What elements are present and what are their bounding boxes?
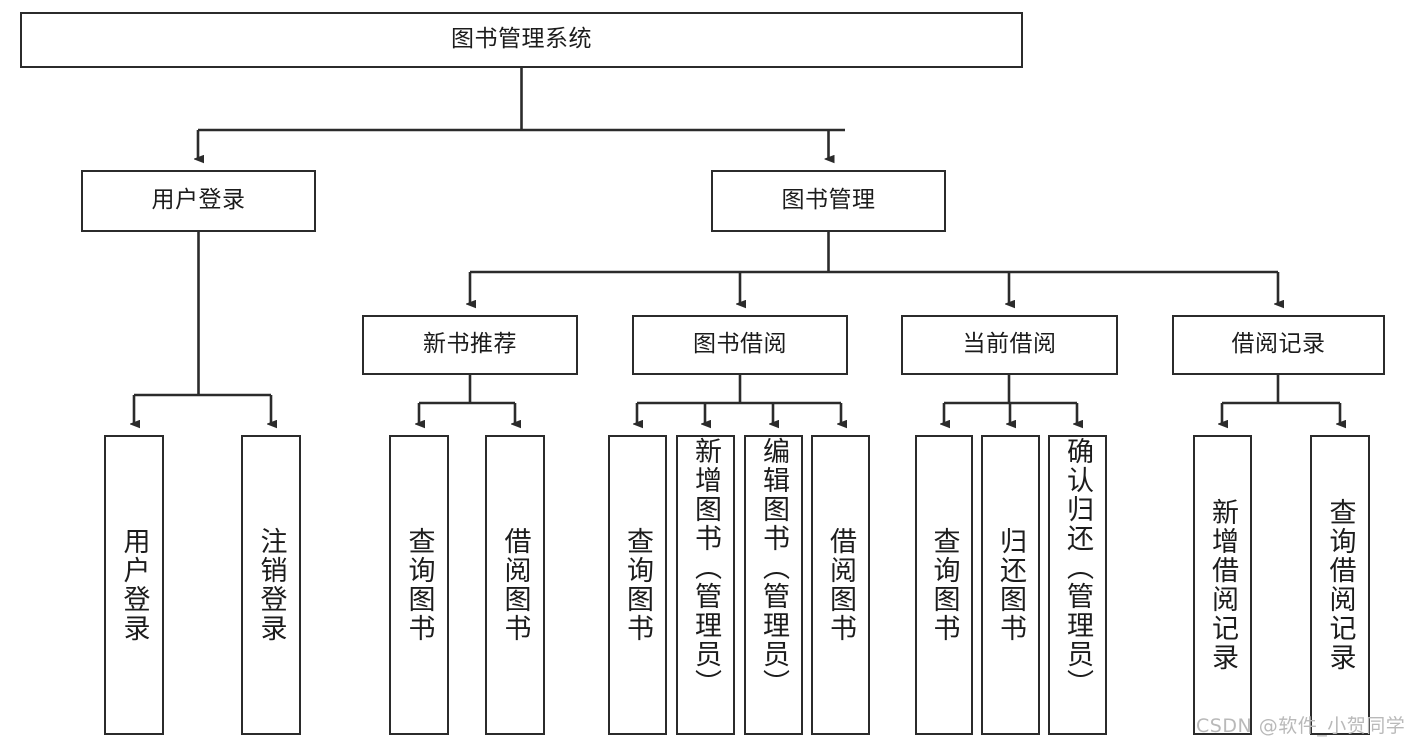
node-leaf-confirm-return[interactable]: 确认归还（管理员）: [1048, 435, 1107, 735]
node-leaf-borrow-book-1[interactable]: 借阅图书: [485, 435, 545, 735]
node-leaf-confirm-return-label: 确认归还（管理员）: [1062, 437, 1093, 698]
node-leaf-query-record[interactable]: 查询借阅记录: [1310, 435, 1370, 735]
node-leaf-add-book[interactable]: 新增图书（管理员）: [676, 435, 735, 735]
node-book-borrow[interactable]: 图书借阅: [632, 315, 848, 375]
node-leaf-edit-book[interactable]: 编辑图书（管理员）: [744, 435, 803, 735]
node-leaf-query-record-label: 查询借阅记录: [1324, 498, 1356, 672]
node-book-borrow-label: 图书借阅: [693, 331, 787, 358]
node-leaf-borrow-book-2[interactable]: 借阅图书: [811, 435, 870, 735]
node-leaf-borrow-book-2-label: 借阅图书: [825, 527, 856, 643]
node-leaf-user-logout[interactable]: 注销登录: [241, 435, 301, 735]
csdn-watermark: CSDN @软件_小贺同学: [1196, 715, 1405, 737]
node-leaf-user-login[interactable]: 用户登录: [104, 435, 164, 735]
node-root-label: 图书管理系统: [451, 26, 592, 53]
node-leaf-add-book-label: 新增图书（管理员）: [690, 437, 721, 698]
node-new-book-recommend[interactable]: 新书推荐: [362, 315, 578, 375]
node-new-book-recommend-label: 新书推荐: [423, 331, 517, 358]
node-borrow-record-label: 借阅记录: [1231, 331, 1326, 358]
node-current-borrow[interactable]: 当前借阅: [901, 315, 1118, 375]
node-leaf-query-book-3[interactable]: 查询图书: [915, 435, 973, 735]
node-leaf-query-book-1-label: 查询图书: [403, 527, 435, 643]
node-leaf-query-book-1[interactable]: 查询图书: [389, 435, 449, 735]
node-leaf-borrow-book-1-label: 借阅图书: [499, 527, 531, 643]
node-leaf-user-login-label: 用户登录: [118, 527, 150, 643]
node-leaf-user-logout-label: 注销登录: [255, 527, 287, 643]
node-root[interactable]: 图书管理系统: [20, 12, 1023, 68]
node-leaf-query-book-2-label: 查询图书: [622, 527, 653, 643]
node-leaf-return-book[interactable]: 归还图书: [981, 435, 1040, 735]
node-leaf-add-record[interactable]: 新增借阅记录: [1193, 435, 1252, 735]
node-leaf-return-book-label: 归还图书: [995, 527, 1026, 643]
node-leaf-query-book-3-label: 查询图书: [928, 527, 960, 643]
node-leaf-edit-book-label: 编辑图书（管理员）: [758, 437, 789, 698]
node-borrow-record[interactable]: 借阅记录: [1172, 315, 1385, 375]
node-leaf-add-record-label: 新增借阅记录: [1207, 498, 1238, 672]
node-book-manage-label: 图书管理: [781, 187, 876, 214]
node-book-manage[interactable]: 图书管理: [711, 170, 946, 232]
node-current-borrow-label: 当前借阅: [962, 331, 1057, 358]
node-user-login[interactable]: 用户登录: [81, 170, 316, 232]
node-leaf-query-book-2[interactable]: 查询图书: [608, 435, 667, 735]
node-user-login-label: 用户登录: [151, 187, 246, 214]
